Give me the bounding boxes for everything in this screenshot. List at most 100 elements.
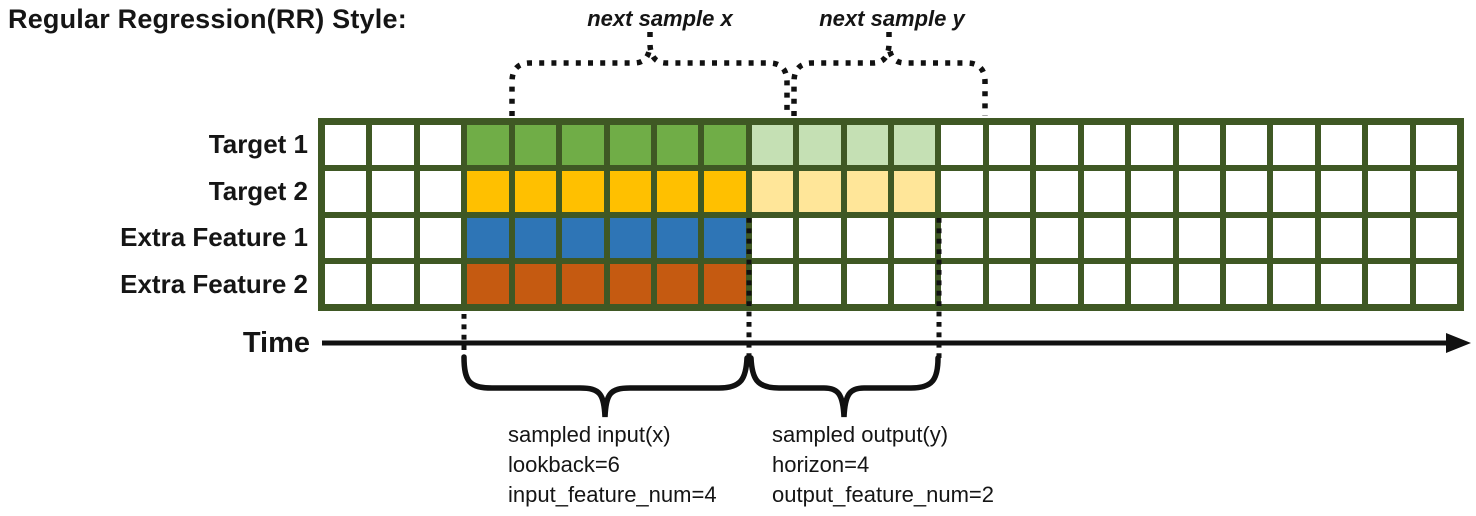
- grid-cell: [988, 125, 1031, 166]
- sampled-input-note: sampled input(x) lookback=6 input_featur…: [508, 420, 717, 510]
- grid: [318, 118, 1464, 311]
- grid-cell: [419, 125, 462, 166]
- next-sample-x-brace: [509, 44, 790, 116]
- grid-cell: [1083, 217, 1126, 258]
- grid-cell: [894, 217, 936, 258]
- grid-cell: [562, 125, 604, 166]
- next-sample-x-label: next sample x: [587, 6, 733, 31]
- grid-cell: [656, 217, 699, 258]
- note-line-input-feature-num: input_feature_num=4: [508, 482, 717, 507]
- grid-cell: [1131, 125, 1173, 166]
- grid-cell: [1131, 217, 1173, 258]
- grid-cell: [894, 125, 936, 166]
- grid-cell: [799, 217, 841, 258]
- grid-cell: [1178, 125, 1220, 166]
- grid-cell: [1083, 171, 1126, 212]
- note-line-output-feature-num: output_feature_num=2: [772, 482, 995, 507]
- grid-cell: [1368, 263, 1410, 304]
- grid-cell: [609, 171, 651, 212]
- grid-cell: [751, 171, 794, 212]
- grid-cell: [1178, 217, 1220, 258]
- grid-cell: [1225, 263, 1268, 304]
- grid-cell: [1036, 125, 1078, 166]
- grid-cell: [799, 125, 841, 166]
- grid-cell: [988, 263, 1031, 304]
- note-line-sampled-output: sampled output(y): [772, 422, 949, 447]
- grid-cell: [1131, 171, 1173, 212]
- grid-cell: [846, 125, 888, 166]
- grid-cell: [1083, 263, 1126, 304]
- grid-cell: [1131, 263, 1173, 304]
- grid-cell: [846, 263, 888, 304]
- grid-cell: [988, 217, 1031, 258]
- grid-cell: [656, 263, 699, 304]
- grid-cell: [514, 263, 557, 304]
- grid-cell: [1320, 125, 1363, 166]
- grid-cell: [1225, 171, 1268, 212]
- grid-cell: [1273, 125, 1315, 166]
- grid-cell: [799, 171, 841, 212]
- grid-cell: [1368, 171, 1410, 212]
- grid-cell: [1178, 171, 1220, 212]
- grid-cell: [1273, 263, 1315, 304]
- next-sample-y-label: next sample y: [819, 6, 965, 31]
- grid-cell: [514, 125, 557, 166]
- grid-cell: [1320, 263, 1363, 304]
- grid-cell: [419, 171, 462, 212]
- grid-cell: [894, 171, 936, 212]
- grid-cell: [1320, 171, 1363, 212]
- grid-cell: [467, 171, 509, 212]
- grid-cell: [562, 263, 604, 304]
- row-label-target-1: Target 1: [208, 129, 308, 159]
- grid-cell: [1415, 217, 1457, 258]
- row-label-extra-feature-1: Extra Feature 1: [120, 222, 308, 252]
- grid-cell: [1036, 217, 1078, 258]
- grid-cell: [467, 217, 509, 258]
- next-sample-y-brace: [791, 44, 988, 116]
- grid-cell: [941, 125, 983, 166]
- grid-cell: [467, 125, 509, 166]
- grid-cell: [1036, 171, 1078, 212]
- time-axis-label: Time: [242, 327, 310, 359]
- sampled-input-brace: [461, 354, 750, 418]
- grid-cell: [562, 217, 604, 258]
- grid-cell: [1415, 263, 1457, 304]
- grid-cell: [325, 217, 367, 258]
- grid-cell: [941, 217, 983, 258]
- grid-cell: [1083, 125, 1126, 166]
- grid-cell: [704, 171, 746, 212]
- grid-cell: [562, 171, 604, 212]
- note-line-horizon: horizon=4: [772, 452, 870, 477]
- grid-cell: [1225, 125, 1268, 166]
- sampled-output-note: sampled output(y) horizon=4 output_featu…: [772, 420, 994, 510]
- time-arrow-head: [1446, 333, 1471, 353]
- grid-cell: [514, 171, 557, 212]
- grid-cell: [1320, 217, 1363, 258]
- grid-cell: [372, 263, 414, 304]
- grid-cell: [941, 263, 983, 304]
- grid-cell: [419, 217, 462, 258]
- grid-cell: [846, 171, 888, 212]
- grid-cell: [514, 217, 557, 258]
- grid-cell: [325, 125, 367, 166]
- grid-cell: [1036, 263, 1078, 304]
- grid-cell: [751, 125, 794, 166]
- grid-cell: [751, 263, 794, 304]
- grid-cell: [1273, 217, 1315, 258]
- grid-cell: [1368, 217, 1410, 258]
- grid-cell: [609, 217, 651, 258]
- grid-cell: [846, 217, 888, 258]
- grid-cell: [656, 171, 699, 212]
- grid-cell: [656, 125, 699, 166]
- grid-cell: [419, 263, 462, 304]
- grid-cell: [751, 217, 794, 258]
- row-label-extra-feature-2: Extra Feature 2: [120, 269, 308, 299]
- grid-cell: [372, 217, 414, 258]
- grid-cell: [609, 263, 651, 304]
- diagram-title: Regular Regression(RR) Style:: [8, 4, 407, 34]
- row-label-target-2: Target 2: [208, 176, 308, 206]
- grid-cell: [894, 263, 936, 304]
- note-line-sampled-input: sampled input(x): [508, 422, 671, 447]
- grid-cell: [704, 263, 746, 304]
